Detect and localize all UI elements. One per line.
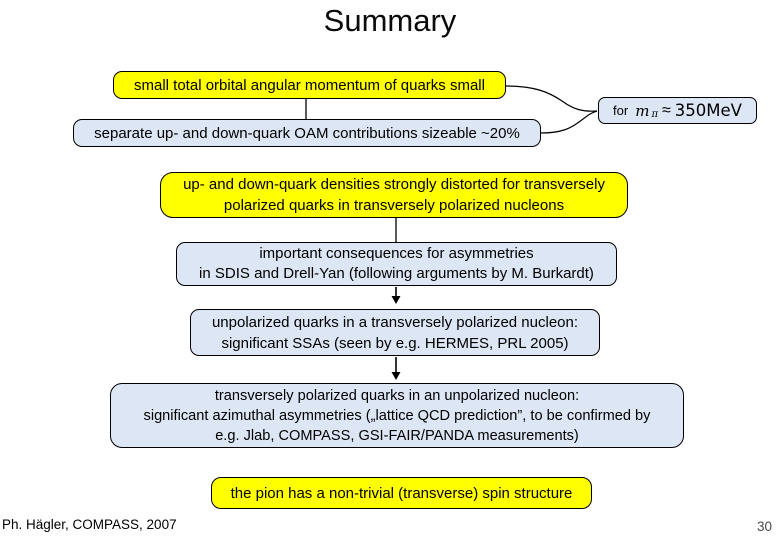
page-number: 30 [756, 519, 772, 534]
box-consequences-asymmetries: important consequences for asymmetries i… [176, 242, 617, 286]
box-densities-distorted: up- and down-quark densities strongly di… [160, 172, 628, 218]
box-text-line: important consequences for asymmetries [259, 244, 534, 262]
box-unpolarized-quarks-ssa: unpolarized quarks in a transversely pol… [190, 309, 600, 356]
box-text-line: small total orbital angular momentum of … [134, 76, 485, 94]
math-subscript-pi: π [651, 109, 659, 120]
box-text-line: unpolarized quarks in a transversely pol… [211, 313, 579, 331]
arrow-head-icon [391, 372, 401, 380]
box-separate-oam-contributions: separate up- and down-quark OAM contribu… [73, 119, 541, 147]
box-pion-mass-condition: for m π ≈ 350MeV [598, 97, 757, 124]
box-pion-spin-structure: the pion has a non-trivial (transverse) … [211, 477, 592, 509]
condition-prefix: for [613, 103, 629, 118]
curved-connector-top [505, 85, 598, 112]
box-text-line: separate up- and down-quark OAM contribu… [94, 124, 520, 142]
box-text-line: transversely polarized quarks in an unpo… [214, 387, 580, 404]
math-value: 350MeV [674, 101, 742, 120]
math-symbol-m: m [635, 101, 650, 120]
box-small-total-oam: small total orbital angular momentum of … [113, 71, 506, 99]
down-arrow-2 [391, 357, 401, 380]
author-credit: Ph. Hägler, COMPASS, 2007 [2, 517, 177, 532]
box-text-line: e.g. Jlab, COMPASS, GSI-FAIR/PANDA measu… [215, 427, 579, 444]
curved-connector-bottom [540, 110, 598, 134]
box-text-line: significant SSAs (seen by e.g. HERMES, P… [221, 334, 569, 352]
box-text-line: in SDIS and Drell-Yan (following argumen… [199, 265, 594, 282]
math-approx-sign: ≈ [662, 101, 671, 119]
box-text-line: the pion has a non-trivial (transverse) … [230, 484, 573, 502]
down-arrow-1 [391, 287, 401, 304]
box-text-line: up- and down-quark densities strongly di… [183, 176, 605, 193]
box-transversely-polarized-quarks: transversely polarized quarks in an unpo… [110, 383, 684, 448]
slide-title: Summary [323, 3, 457, 38]
box-text-line: significant azimuthal asymmetries („latt… [143, 407, 651, 424]
arrow-head-icon [391, 296, 401, 304]
box-text-line: polarized quarks in transversely polariz… [223, 197, 565, 214]
